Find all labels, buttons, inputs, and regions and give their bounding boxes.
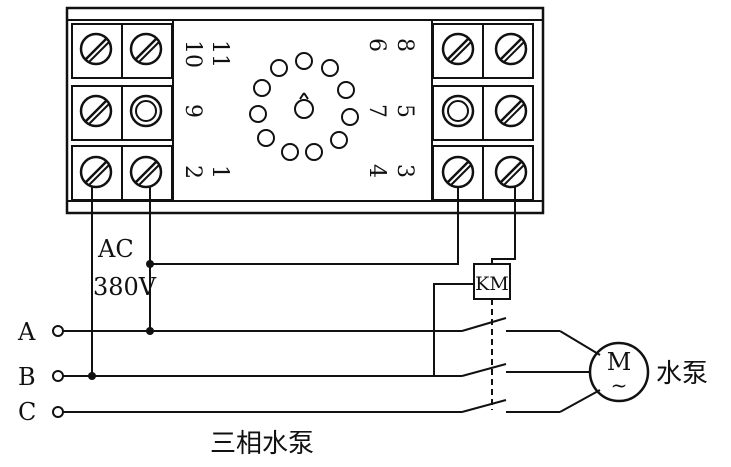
left-terminal-block [71, 23, 173, 201]
terminal-cell [121, 145, 173, 201]
socket-hole [295, 52, 313, 70]
phase-a-terminal-icon [52, 325, 64, 337]
junction-dot [146, 260, 154, 268]
km-main-contact-b [461, 363, 507, 377]
socket-hole [305, 143, 323, 161]
relay-base [65, 6, 545, 215]
km-contactor-coil: KM [473, 263, 511, 300]
pin-11-label: 11 [207, 40, 232, 68]
terminal-screw-icon [79, 32, 113, 66]
phase-lines: A B C [17, 317, 601, 426]
socket-hole [249, 105, 267, 123]
supply-ac-label: AC [97, 235, 134, 263]
pin-1-label: 1 [207, 165, 232, 179]
socket-key-icon [294, 92, 314, 119]
terminal-cell [71, 145, 123, 201]
terminal-screw-icon [494, 32, 528, 66]
socket-hole [341, 108, 359, 126]
terminal-screw-icon [494, 155, 528, 189]
terminal-screw-icon [129, 155, 163, 189]
supply-label: AC 380V [93, 235, 157, 301]
wire-terminal3-supply [150, 186, 459, 265]
terminal-cell [482, 145, 534, 201]
socket-hole [257, 129, 275, 147]
terminal-screw-icon [494, 94, 528, 128]
terminal-cell [121, 23, 173, 79]
pin-7-label: 7 [364, 104, 389, 118]
wire-terminal4-to-km [491, 186, 516, 264]
pin-3-label: 3 [392, 164, 417, 178]
phase-b-terminal-icon [52, 370, 64, 382]
terminal-screw-icon [441, 32, 475, 66]
motor-lead-a [559, 330, 601, 356]
socket-hole [337, 81, 355, 99]
terminal-cell [482, 23, 534, 79]
phase-c-label: C [18, 398, 36, 426]
km-main-contact-c [461, 399, 507, 413]
pump-motor: M ~ 水泵 [588, 341, 708, 403]
km-label: KM [475, 273, 509, 295]
right-terminal-block [432, 23, 534, 201]
wire-km-to-phaseB [433, 283, 474, 376]
terminal-cell [71, 85, 123, 141]
pin-4-label: 4 [364, 164, 389, 178]
bottom-caption: 三相水泵 [210, 429, 314, 459]
motor-symbol-icon [588, 341, 650, 403]
pin-2-label: 2 [180, 165, 205, 179]
pin-numbers: 10 11 9 2 1 8 6 5 7 3 4 [180, 38, 417, 179]
terminal-screw-icon [79, 94, 113, 128]
phase-c-terminal-icon [52, 406, 64, 418]
terminal-cell [432, 23, 484, 79]
pin-5-label: 5 [392, 104, 417, 118]
supply-voltage-label: 380V [93, 273, 157, 301]
phase-a-label: A [17, 318, 36, 346]
motor-lead-c [559, 389, 601, 413]
motor-label: M [607, 348, 632, 376]
km-main-contact-a [461, 317, 507, 332]
terminal-cell [71, 23, 123, 79]
motor-caption: 水泵 [656, 359, 708, 389]
control-wiring [88, 186, 516, 410]
motor-ac-symbol: ~ [611, 373, 628, 397]
socket-hole [330, 131, 348, 149]
pin-6-label: 6 [364, 38, 389, 52]
km-coil-box [473, 263, 511, 300]
socket-hole [253, 79, 271, 97]
socket-pin-ring [249, 52, 359, 161]
terminal-cell [482, 85, 534, 141]
terminal-cell [121, 85, 173, 141]
terminal-empty-socket-icon [129, 94, 163, 128]
relay-outer-frame [65, 6, 545, 215]
socket-hole [321, 59, 339, 77]
terminal-cell [432, 85, 484, 141]
pin-8-label: 8 [392, 38, 417, 52]
terminal-screw-icon [441, 155, 475, 189]
pin-10-label: 10 [180, 40, 205, 68]
socket-hole [281, 143, 299, 161]
terminal-screw-icon [79, 155, 113, 189]
pin-9-label: 9 [180, 104, 205, 118]
terminal-screw-icon [129, 32, 163, 66]
socket-hole [270, 59, 288, 77]
terminal-empty-socket-icon [441, 94, 475, 128]
phase-b-label: B [18, 363, 36, 391]
